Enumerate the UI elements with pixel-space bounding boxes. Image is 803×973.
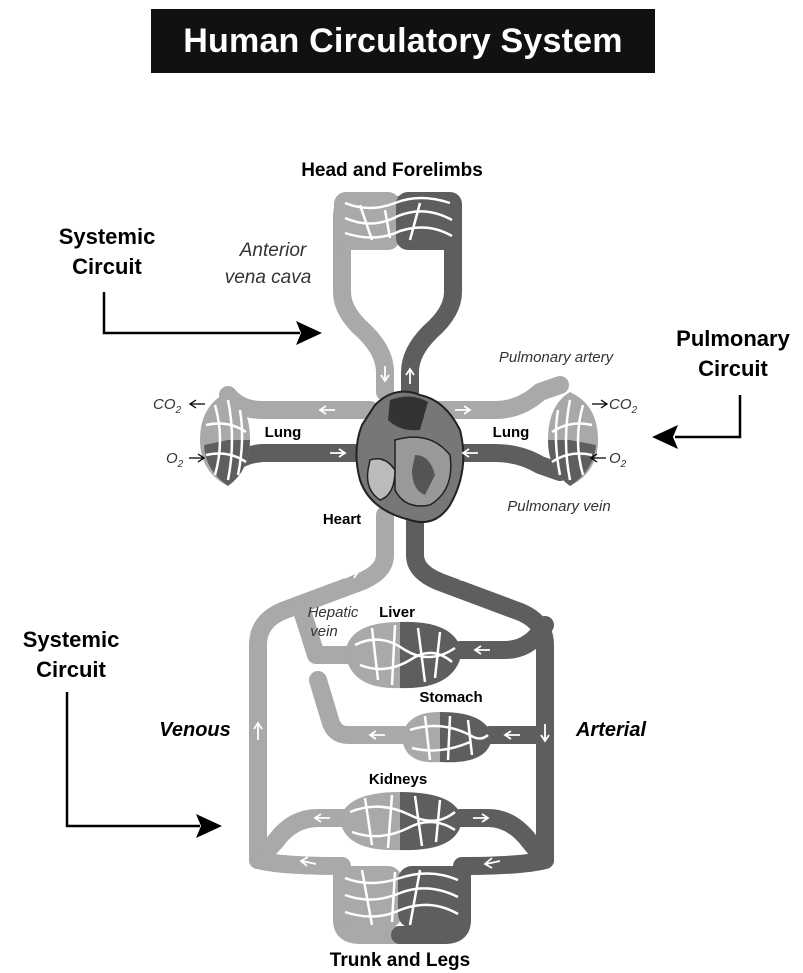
stomach-label: Stomach xyxy=(419,689,482,706)
pulmonary-artery-label: Pulmonary artery xyxy=(499,349,615,366)
left-pulmonary-vein-vessel xyxy=(228,453,365,468)
heart-illustration xyxy=(356,392,463,522)
anterior-vena-cava-label-line2: vena cava xyxy=(225,267,312,288)
trunk-capillary-bed xyxy=(338,866,466,928)
systemic-top-pointer xyxy=(104,292,300,333)
systemic-top-label-line1: Systemic xyxy=(59,224,156,249)
liver-capillary-bed xyxy=(345,622,462,688)
head-label: Head and Forelimbs xyxy=(301,160,483,181)
systemic-bottom-pointer xyxy=(67,692,200,826)
pulmonary-label-line1: Pulmonary xyxy=(676,326,790,351)
venous-label: Venous xyxy=(159,719,231,741)
head-capillary-bed xyxy=(334,192,462,250)
pulmonary-vein-label: Pulmonary vein xyxy=(507,498,610,515)
systemic-bottom-label-line2: Circuit xyxy=(36,657,106,682)
anterior-vena-cava-label-line1: Anterior xyxy=(239,240,307,261)
kidneys-capillary-bed xyxy=(340,792,462,850)
stomach-capillary-bed xyxy=(402,712,492,762)
right-o2-label: O2 xyxy=(609,450,627,470)
left-o2-label: O2 xyxy=(166,450,184,470)
systemic-bottom-label-line1: Systemic xyxy=(23,627,120,652)
heart-label: Heart xyxy=(323,511,361,528)
right-lung-label: Lung xyxy=(493,424,530,441)
trunk-label: Trunk and Legs xyxy=(330,950,470,971)
systemic-top-label-line2: Circuit xyxy=(72,254,142,279)
left-pulmonary-artery-vessel xyxy=(228,395,370,410)
liver-label: Liver xyxy=(379,604,415,621)
pulmonary-arrowhead xyxy=(652,425,678,449)
pulmonary-pointer xyxy=(675,395,740,437)
hepatic-vein-label-line1: Hepatic xyxy=(308,604,359,621)
liver-artery-vessel xyxy=(460,625,545,650)
hepatic-vein-label-line2: vein xyxy=(310,623,338,640)
right-co2-label: CO2 xyxy=(609,396,638,416)
left-lung-label: Lung xyxy=(265,424,302,441)
stomach-vein-vessel xyxy=(318,680,405,735)
arterial-label: Arterial xyxy=(575,719,646,741)
left-co2-label: CO2 xyxy=(153,396,182,416)
pulmonary-label-line2: Circuit xyxy=(698,356,768,381)
kidneys-label: Kidneys xyxy=(369,771,427,788)
